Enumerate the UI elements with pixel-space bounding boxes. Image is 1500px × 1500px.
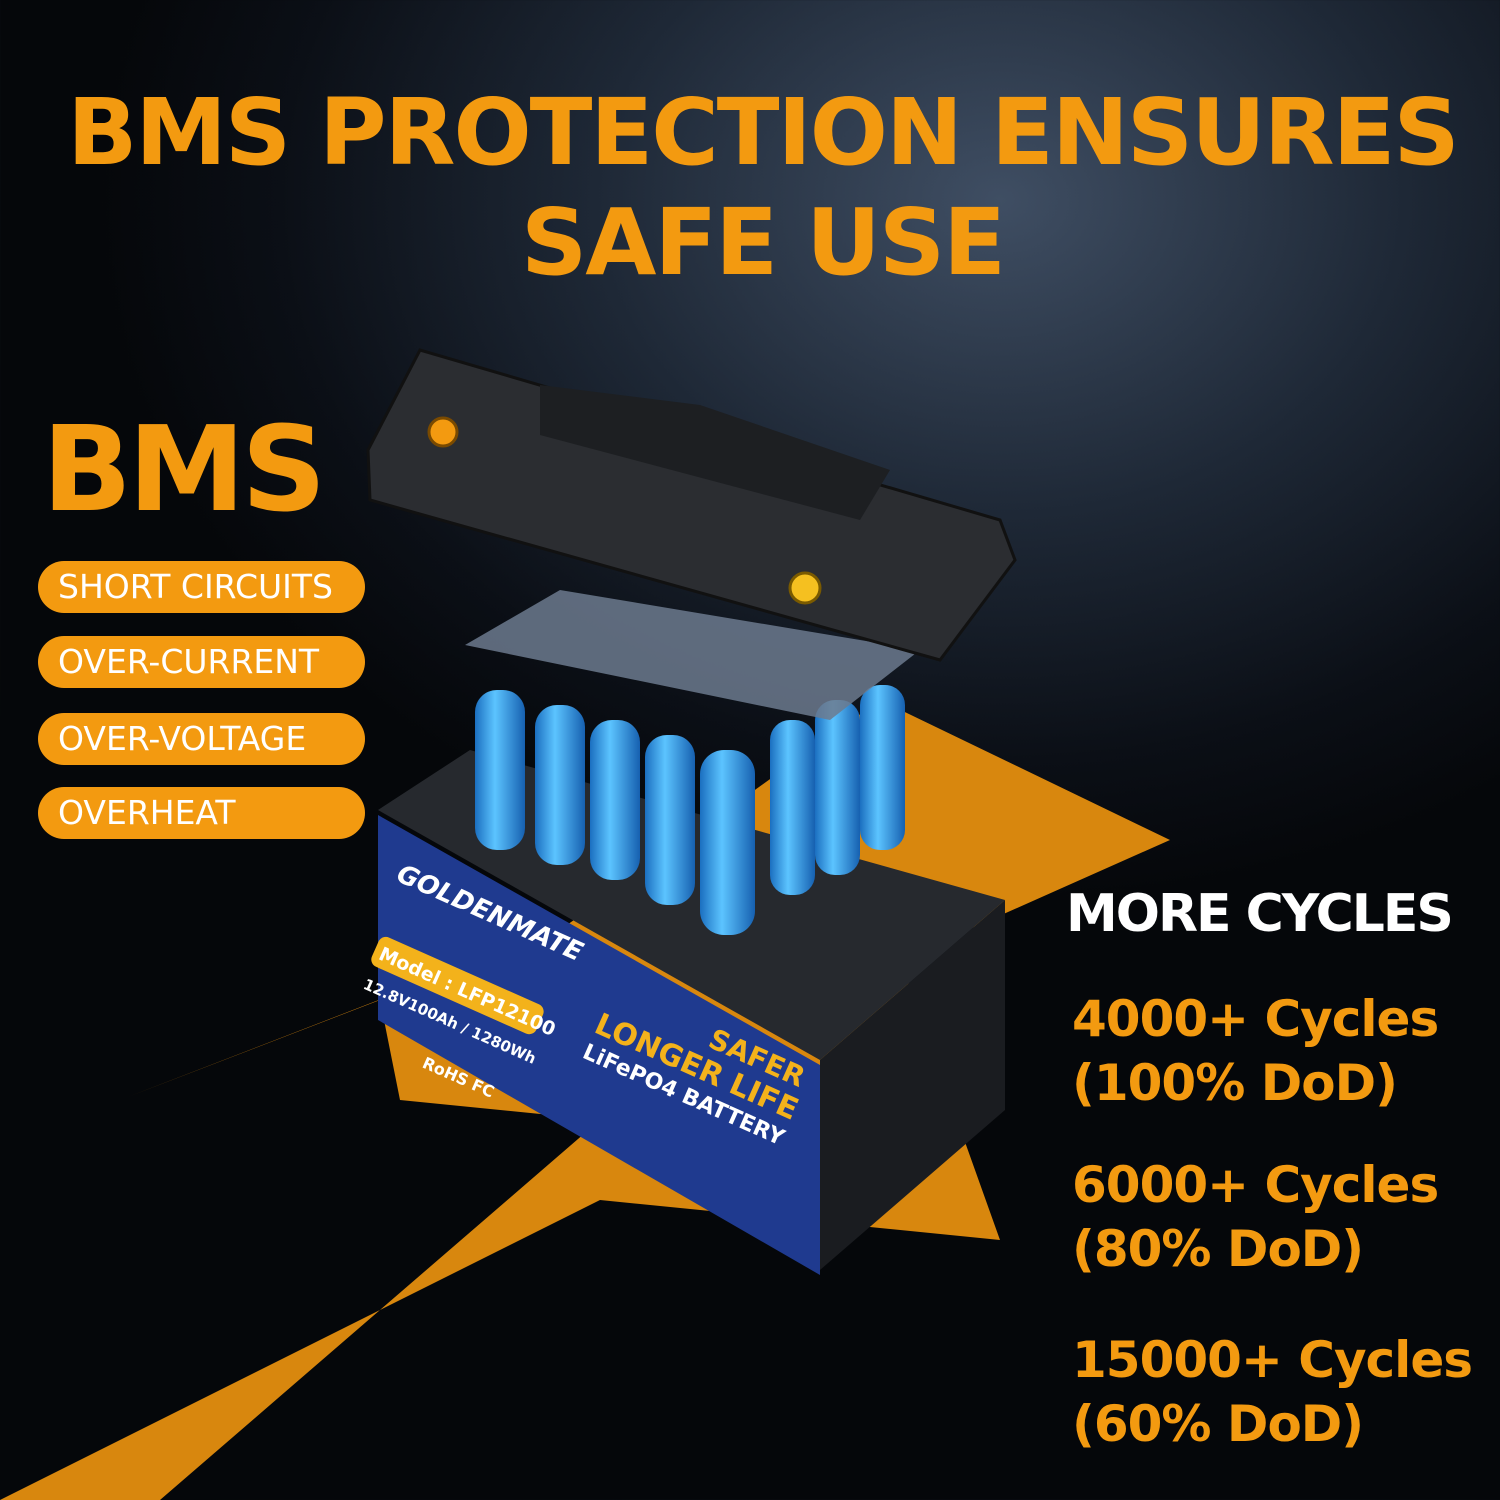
cycle-dod: (60% DoD) xyxy=(1072,1395,1364,1453)
battery-lid xyxy=(366,348,1017,662)
terminal-negative-icon xyxy=(788,571,822,605)
protection-pill: OVER-CURRENT xyxy=(38,636,365,688)
cycle-count: 6000+ Cycles xyxy=(1072,1156,1439,1214)
cycle-dod: (80% DoD) xyxy=(1072,1220,1364,1278)
more-cycles-title: MORE CYCLES xyxy=(1066,884,1454,944)
battery-label xyxy=(378,815,820,1275)
protection-pill: SHORT CIRCUITS xyxy=(38,561,365,613)
cycle-count: 4000+ Cycles xyxy=(1072,990,1439,1048)
cycle-count: 15000+ Cycles xyxy=(1072,1331,1473,1389)
battery-case-side xyxy=(820,900,1005,1270)
protection-pill: OVER-VOLTAGE xyxy=(38,713,365,765)
protection-pill: OVERHEAT xyxy=(38,787,365,839)
cycle-dod: (100% DoD) xyxy=(1072,1054,1398,1112)
bms-title: BMS xyxy=(42,400,326,538)
headline-line-2: SAFE USE xyxy=(521,189,1006,296)
headline-line-1: BMS PROTECTION ENSURES xyxy=(67,79,1460,186)
battery-case-top-rim xyxy=(378,750,1005,1060)
battery-cells xyxy=(465,590,920,935)
terminal-positive-icon xyxy=(427,416,459,448)
